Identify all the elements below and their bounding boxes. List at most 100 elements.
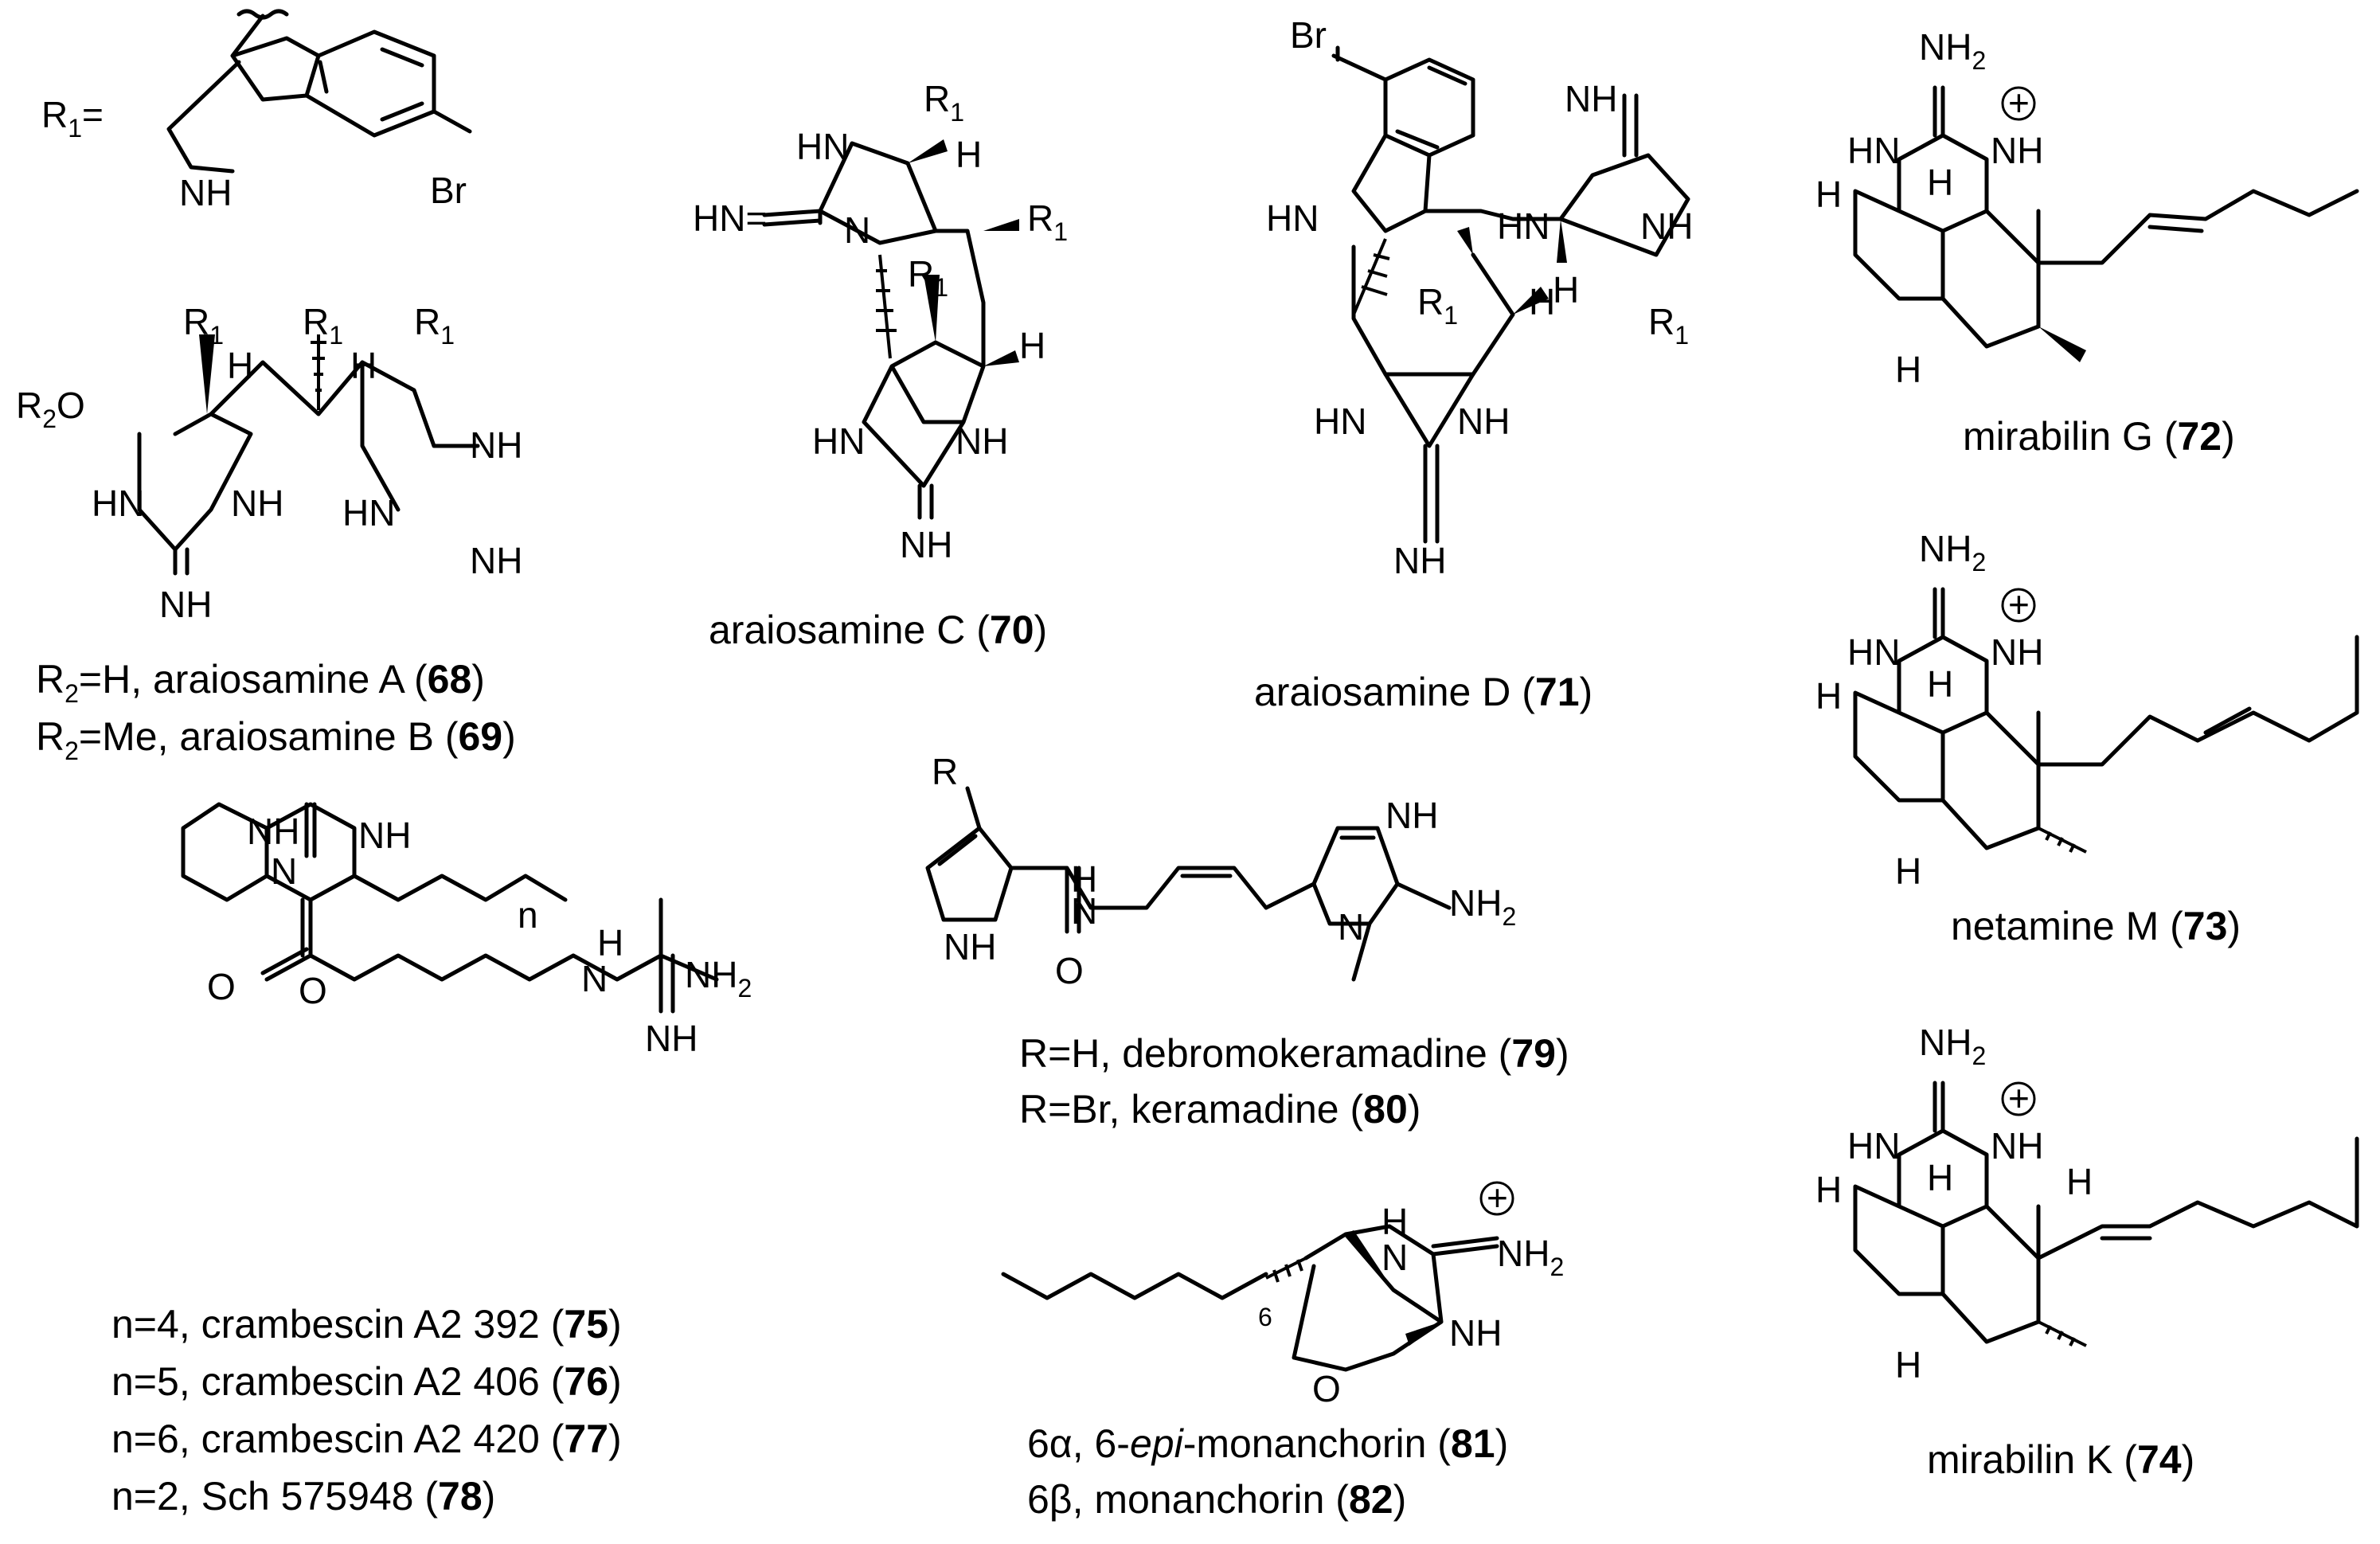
svg-text:H: H (1553, 269, 1579, 311)
svg-text:HN: HN (1314, 401, 1366, 442)
r1-label: R1= (41, 94, 104, 143)
svg-text:HN: HN (1847, 1125, 1900, 1167)
svg-text:NH: NH (470, 424, 522, 466)
svg-text:N: N (1071, 890, 1097, 932)
svg-text:HN: HN (796, 126, 849, 167)
caption-69: R2=Me, araiosamine B (69) (36, 714, 516, 765)
araiosamine-ab-structure: R1 R1 R1 H H R2O HN NH HN NH NH NH R2=H,… (16, 301, 522, 765)
svg-text:NH: NH (944, 926, 996, 967)
indole-ring (230, 14, 472, 138)
caption-80: R=Br, keramadine (80) (1019, 1087, 1421, 1132)
svg-text:+: + (2008, 82, 2030, 123)
svg-text:H: H (1381, 1201, 1408, 1242)
svg-text:O: O (1312, 1368, 1341, 1409)
svg-text:H: H (1927, 162, 1953, 203)
svg-text:HN=: HN= (693, 197, 767, 239)
svg-text:NH2: NH2 (1919, 1022, 1986, 1070)
caption-75: n=4, crambescin A2 392 (75) (111, 1302, 622, 1347)
crambescin-structure: NH N NH O O n H N NH2 NH n=4, crambescin… (111, 802, 752, 1519)
mirabilin-g-structure: NH2 + HN NH H H H mirabilin G (72) (1815, 26, 2359, 459)
svg-text:NH2: NH2 (1449, 882, 1516, 931)
svg-text:R: R (932, 751, 958, 792)
svg-text:NH: NH (1457, 401, 1510, 442)
svg-text:R1: R1 (924, 78, 964, 127)
monanchorin-structure: H N + NH2 NH O 6 6α, 6-epi-monanchorin (… (1001, 1177, 1564, 1522)
svg-text:O: O (1055, 950, 1084, 991)
svg-text:HN: HN (92, 483, 144, 524)
svg-text:N: N (844, 209, 870, 251)
svg-text:H: H (1815, 174, 1842, 215)
svg-text:NH: NH (645, 1018, 698, 1059)
r1-definition: R1= NH Br (41, 9, 472, 213)
svg-text:HN: HN (1847, 130, 1900, 171)
araiosamine-c-structure: HN R1 H HN= N R1 R1 H HN NH NH araiosami… (693, 78, 1068, 652)
svg-text:NH: NH (1991, 1125, 2043, 1167)
svg-text:NH: NH (470, 540, 522, 581)
caption-71: araiosamine D (71) (1254, 670, 1593, 714)
caption-81: 6α, 6-epi-monanchorin (81) (1027, 1421, 1508, 1466)
indole-nh: NH (179, 172, 232, 213)
svg-text:H: H (1529, 281, 1555, 322)
svg-text:R1: R1 (414, 301, 455, 350)
svg-text:NH2: NH2 (685, 954, 752, 1003)
svg-text:H: H (1927, 663, 1953, 705)
svg-text:R1: R1 (183, 301, 224, 350)
svg-text:n: n (518, 894, 538, 936)
svg-text:HN: HN (1497, 205, 1550, 247)
svg-text:R1: R1 (1417, 281, 1458, 330)
svg-text:NH: NH (900, 524, 952, 565)
svg-text:+: + (2008, 1077, 2030, 1119)
svg-text:NH: NH (231, 483, 283, 524)
svg-text:HN: HN (812, 420, 865, 462)
svg-text:HN: HN (1847, 631, 1900, 673)
svg-text:N: N (1338, 906, 1364, 948)
svg-text:Br: Br (1290, 14, 1327, 56)
svg-text:H: H (1815, 675, 1842, 717)
svg-text:H: H (1927, 1157, 1953, 1198)
svg-text:R1: R1 (908, 253, 948, 302)
svg-text:NH: NH (956, 420, 1008, 462)
svg-text:O: O (207, 966, 236, 1007)
caption-74: mirabilin K (74) (1927, 1437, 2194, 1482)
svg-text:H: H (227, 345, 253, 386)
svg-text:6: 6 (1258, 1303, 1272, 1331)
mirabilin-k-structure: NH2 + HN NH H H H H mirabilin K (74) (1815, 1022, 2359, 1482)
svg-text:H: H (1815, 1169, 1842, 1210)
keramadine-structure: R NH H N O NH NH2 N R=H, debromokeramadi… (925, 751, 1569, 1132)
svg-text:R1: R1 (1027, 197, 1068, 246)
svg-text:R1: R1 (1648, 301, 1689, 350)
svg-text:N: N (271, 850, 297, 892)
svg-text:H: H (1895, 850, 1921, 892)
svg-text:NH: NH (247, 811, 299, 852)
caption-82: 6β, monanchorin (82) (1027, 1477, 1406, 1522)
svg-text:H: H (2066, 1161, 2093, 1202)
svg-text:NH: NH (1640, 205, 1693, 247)
svg-text:NH2: NH2 (1919, 26, 1986, 75)
svg-text:NH: NH (1991, 631, 2043, 673)
caption-73: netamine M (73) (1951, 904, 2241, 948)
svg-text:+: + (2008, 584, 2030, 625)
svg-text:H: H (956, 134, 982, 175)
svg-text:NH: NH (159, 584, 212, 625)
caption-68: R2=H, araiosamine A (68) (36, 657, 485, 708)
caption-72: mirabilin G (72) (1963, 414, 2235, 459)
araiosamine-d-structure: Br HN NH HN NH H R1 R1 H HN NH NH araios… (1254, 14, 1693, 714)
svg-text:+: + (1487, 1177, 1508, 1218)
caption-78: n=2, Sch 575948 (78) (111, 1474, 495, 1519)
hash-bond (311, 334, 326, 410)
svg-text:NH: NH (1565, 78, 1617, 119)
svg-text:NH: NH (358, 815, 411, 856)
svg-text:H: H (1895, 1344, 1921, 1386)
svg-text:NH2: NH2 (1497, 1233, 1564, 1281)
svg-text:N: N (581, 958, 608, 999)
svg-text:O: O (299, 970, 327, 1011)
svg-text:NH: NH (1385, 795, 1438, 836)
svg-text:H: H (1895, 349, 1921, 390)
svg-text:H: H (597, 922, 623, 964)
svg-text:H: H (1071, 858, 1097, 900)
svg-text:NH2: NH2 (1919, 528, 1986, 577)
svg-text:HN: HN (1266, 197, 1319, 239)
svg-text:N: N (1381, 1237, 1408, 1278)
caption-76: n=5, crambescin A2 406 (76) (111, 1359, 622, 1404)
